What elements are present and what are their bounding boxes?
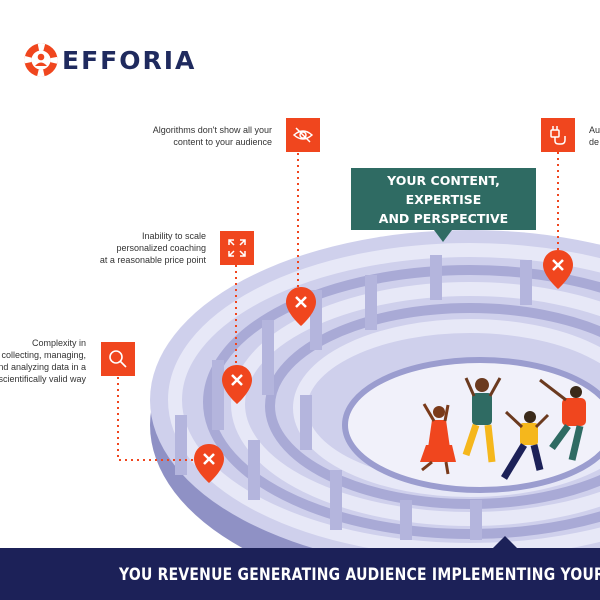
- brand-name: EFFORIA: [62, 45, 197, 75]
- content-callout: YOUR CONTENT, EXPERTISE AND PERSPECTIVE: [351, 168, 536, 230]
- obstacle-line: content to your audience: [173, 137, 272, 147]
- eye-slash-icon: [286, 118, 320, 152]
- magnifier-icon: [101, 342, 135, 376]
- obstacle-line: and analyzing data in a: [0, 362, 86, 372]
- obstacle-line: Algorithms don't show all your: [152, 125, 272, 135]
- banner-notch: [493, 536, 517, 548]
- obstacle-label-data: Complexity in collecting, managing, and …: [0, 337, 86, 385]
- pin-markers: [194, 250, 573, 483]
- obstacle-line: Complexity in: [31, 338, 86, 348]
- obstacle-line: at a reasonable price point: [99, 255, 206, 265]
- obstacle-line: Inability to scale: [141, 231, 206, 241]
- brand-logo: EFFORIA: [24, 40, 196, 80]
- obstacle-line: scientifically valid way: [0, 374, 86, 384]
- celebrating-people: [420, 377, 586, 480]
- banner-text: YOU REVENUE GENERATING AUDIENCE IMPLEMEN…: [119, 565, 600, 585]
- obstacle-label-algorithms: Algorithms don't show all your content t…: [153, 124, 272, 148]
- obstacle-label-scaling: Inability to scale personalized coaching…: [100, 230, 206, 266]
- obstacle-line: personalized coaching: [116, 243, 206, 253]
- obstacle-line: collecting, managing,: [1, 350, 86, 360]
- audience-banner: YOU REVENUE GENERATING AUDIENCE IMPLEMEN…: [0, 548, 600, 600]
- obstacle-label-audience: Au de: [589, 124, 600, 148]
- callout-pointer: [434, 230, 452, 242]
- obstacle-line: Au: [589, 125, 600, 135]
- callout-line: AND PERSPECTIVE: [378, 210, 509, 226]
- logo-lifebuoy-icon: [24, 43, 58, 77]
- scale-arrows-icon: [220, 231, 254, 265]
- plug-icon: [541, 118, 575, 152]
- connector-lines: [117, 152, 559, 461]
- callout-line: YOUR CONTENT, EXPERTISE: [387, 172, 500, 207]
- obstacle-line: de: [589, 137, 600, 147]
